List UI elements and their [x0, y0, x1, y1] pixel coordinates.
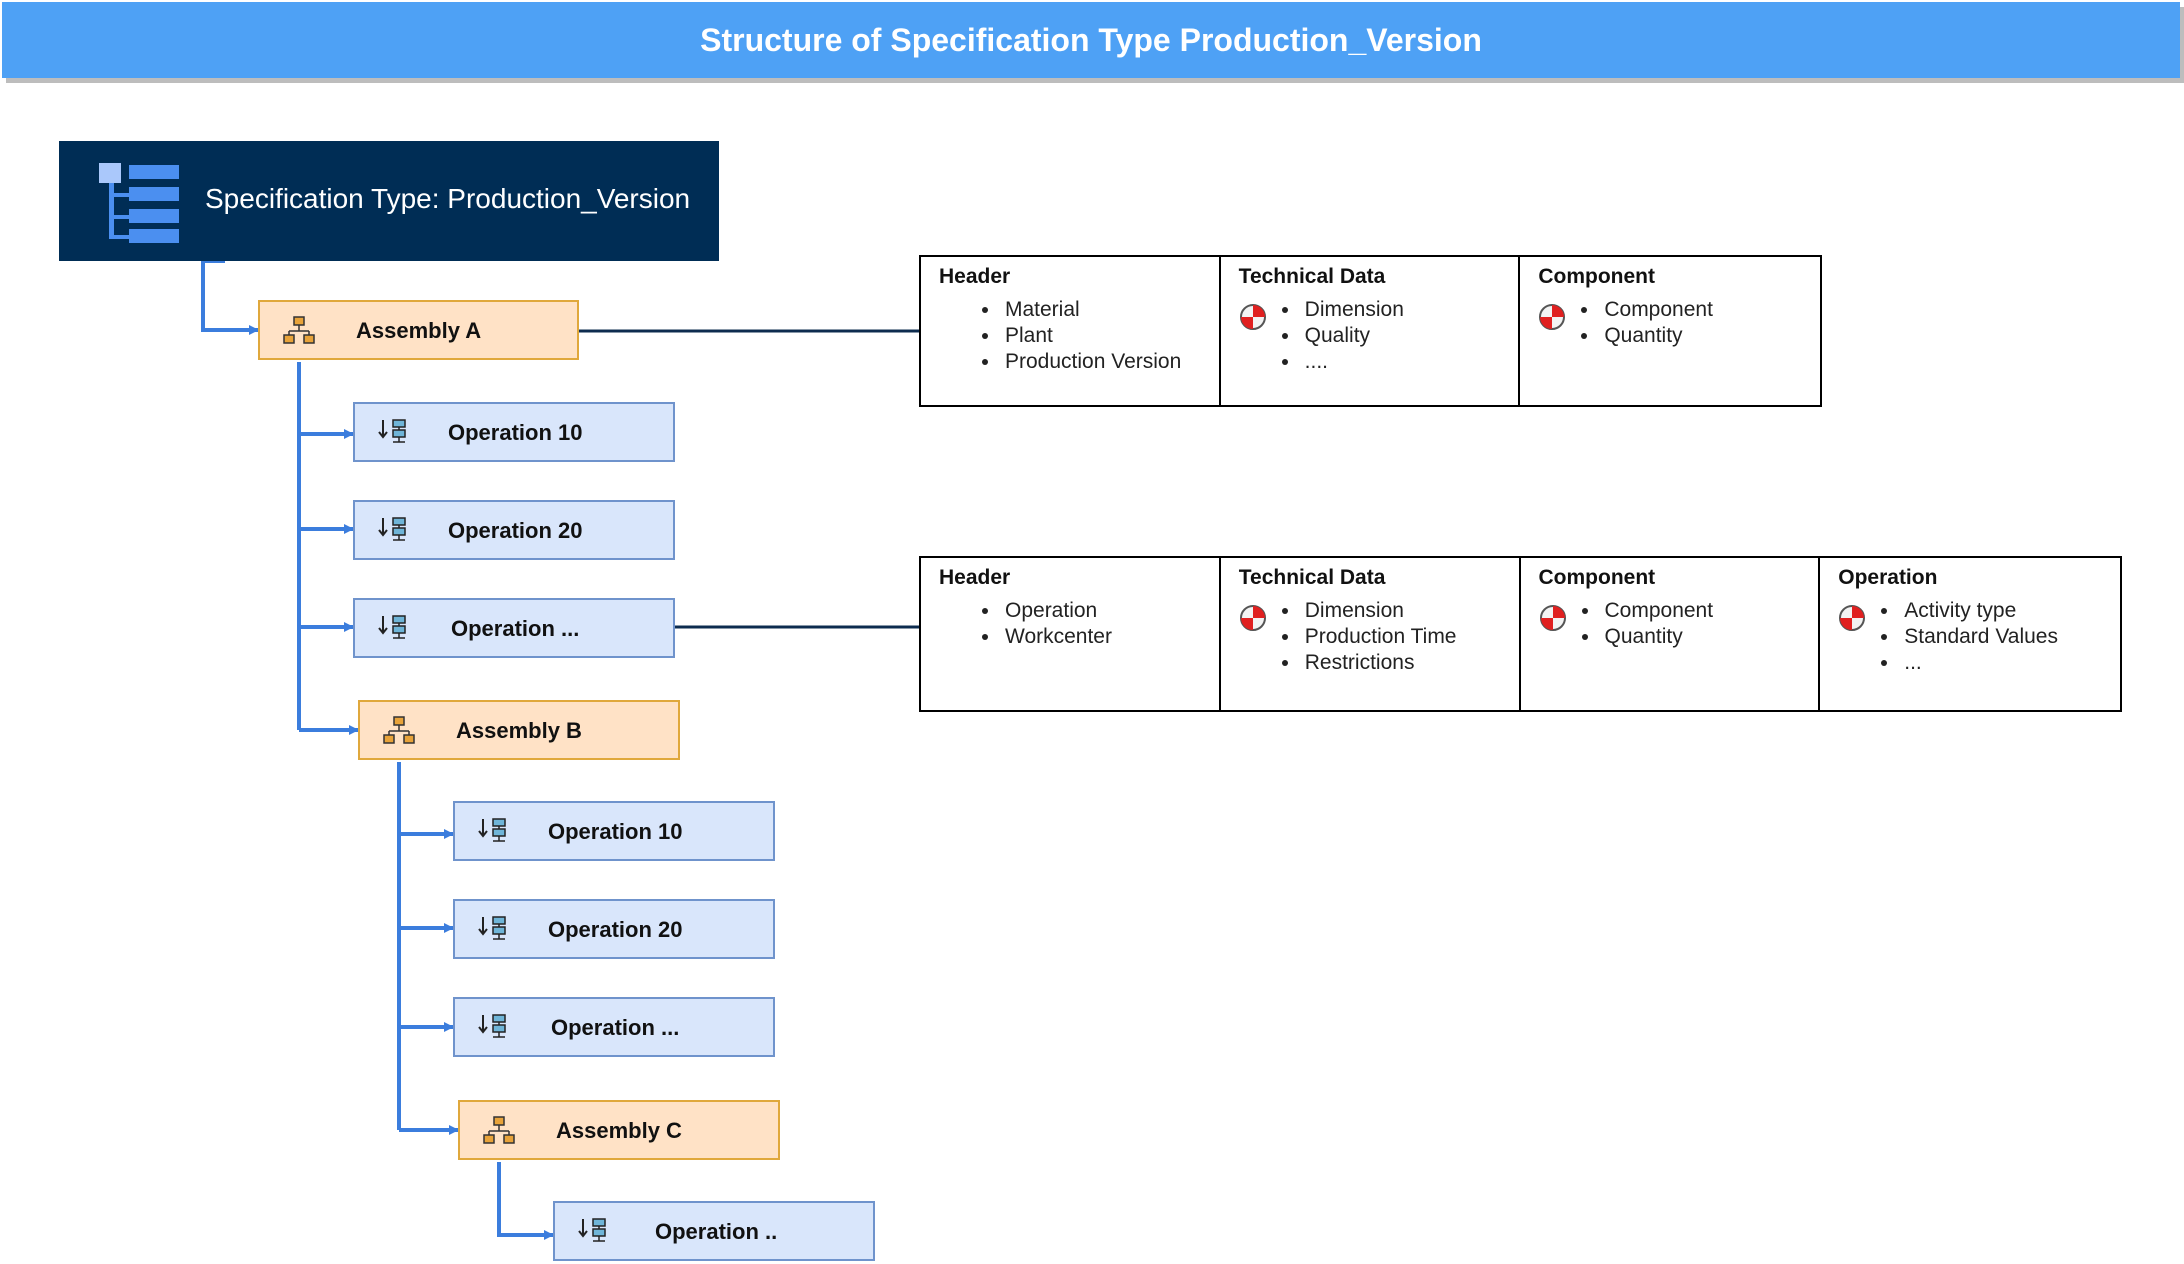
list-item: Quantity: [1601, 624, 1819, 650]
operation-label: Operation ...: [451, 616, 580, 641]
cell-title: Component: [1538, 265, 1655, 288]
list-item: Component: [1600, 297, 1820, 323]
cell-list: Component Quantity: [1538, 297, 1820, 349]
list-item: Quality: [1301, 323, 1519, 349]
assembly-a-label: Assembly A: [356, 318, 482, 343]
assembly-a-operation-more-node[interactable]: Operation ...: [353, 598, 675, 658]
cell-title: Technical Data: [1238, 566, 1386, 589]
cell-list: Component Quantity: [1539, 598, 1819, 650]
list-item: Component: [1601, 598, 1819, 624]
pie-icon: [1239, 304, 1266, 330]
list-item: Activity type: [1900, 598, 2120, 624]
connector-c-opx: [497, 1162, 554, 1240]
cell-list: Operation Workcenter: [939, 598, 1219, 650]
table-cell-component: Component Component Quantity: [1521, 558, 1821, 710]
cell-list: Dimension Quality ....: [1239, 297, 1519, 375]
list-item: Production Version: [1001, 349, 1219, 375]
operation-label: Operation 10: [548, 819, 683, 844]
list-item: Restrictions: [1301, 650, 1519, 676]
cell-list: Dimension Production Time Restrictions: [1239, 598, 1519, 676]
cell-title: Header: [939, 265, 1011, 288]
tree-structure-icon: [99, 163, 179, 243]
hierarchy-icon: [383, 716, 415, 744]
assembly-a-operation-10-node[interactable]: Operation 10: [353, 402, 675, 462]
operation-icon: [478, 916, 506, 940]
table-cell-technical-data: Technical Data Dimension Production Time…: [1221, 558, 1521, 710]
operation-label: Operation 20: [448, 518, 583, 543]
cell-title: Component: [1538, 566, 1656, 589]
hierarchy-icon: [483, 1116, 515, 1144]
operation-icon: [478, 1014, 506, 1038]
table-cell-technical-data: Technical Data Dimension Quality ....: [1221, 257, 1521, 405]
operation-icon: [378, 517, 406, 541]
cell-title: Operation: [1838, 566, 1938, 589]
root-specification-type[interactable]: Specification Type: Production_Version: [59, 141, 719, 261]
connector-root-assembly-a: [201, 259, 259, 335]
operation-label: Operation 10: [448, 420, 583, 445]
diagram-title: Structure of Specification Type Producti…: [700, 21, 1482, 58]
operation-label: Operation 20: [548, 917, 683, 942]
operation-icon: [378, 615, 406, 639]
assembly-b-operation-more-node[interactable]: Operation ...: [453, 997, 775, 1057]
assembly-b-label: Assembly B: [456, 718, 582, 743]
hierarchy-icon: [283, 316, 315, 344]
pie-icon: [1539, 605, 1566, 631]
assembly-b-operation-10-node[interactable]: Operation 10: [453, 801, 775, 861]
cell-list: Material Plant Production Version: [939, 297, 1219, 375]
assembly-b-operation-20-node[interactable]: Operation 20: [453, 899, 775, 959]
list-item: ...: [1900, 650, 2120, 676]
pie-icon: [1539, 304, 1566, 330]
assembly-data-table: Header Material Plant Production Version…: [919, 255, 1822, 407]
assembly-c-label: Assembly C: [556, 1118, 682, 1143]
assembly-c-node[interactable]: Assembly C: [458, 1100, 780, 1160]
table-cell-operation: Operation Activity type Standard Values …: [1820, 558, 2120, 710]
cell-list: Activity type Standard Values ...: [1838, 598, 2120, 676]
pie-icon: [1839, 605, 1866, 631]
operation-icon: [578, 1218, 606, 1242]
list-item: Material: [1001, 297, 1219, 323]
operation-icon: [478, 818, 506, 842]
list-item: Quantity: [1600, 323, 1820, 349]
root-label: Specification Type: Production_Version: [205, 183, 691, 214]
operation-label: Operation ..: [655, 1219, 778, 1244]
table-cell-component: Component Component Quantity: [1520, 257, 1820, 405]
list-item: Production Time: [1301, 624, 1519, 650]
table-cell-header: Header Operation Workcenter: [921, 558, 1221, 710]
list-item: Dimension: [1301, 297, 1519, 323]
pie-icon: [1239, 605, 1266, 631]
assembly-a-node[interactable]: Assembly A: [258, 300, 579, 360]
title-bar: Structure of Specification Type Producti…: [2, 2, 2180, 78]
operation-icon: [378, 419, 406, 443]
list-item: Plant: [1001, 323, 1219, 349]
operation-label: Operation ...: [551, 1015, 680, 1040]
assembly-c-operation-more-node[interactable]: Operation ..: [553, 1201, 875, 1261]
operation-data-table: Header Operation Workcenter Technical Da…: [919, 556, 2122, 712]
list-item: Standard Values: [1900, 624, 2120, 650]
cell-title: Header: [939, 566, 1011, 589]
table-cell-header: Header Material Plant Production Version: [921, 257, 1221, 405]
list-item: Workcenter: [1001, 624, 1219, 650]
list-item: Operation: [1001, 598, 1219, 624]
assembly-a-operation-20-node[interactable]: Operation 20: [353, 500, 675, 560]
list-item: Dimension: [1301, 598, 1519, 624]
list-item: ....: [1301, 349, 1519, 375]
assembly-b-node[interactable]: Assembly B: [358, 700, 680, 760]
cell-title: Technical Data: [1238, 265, 1386, 288]
